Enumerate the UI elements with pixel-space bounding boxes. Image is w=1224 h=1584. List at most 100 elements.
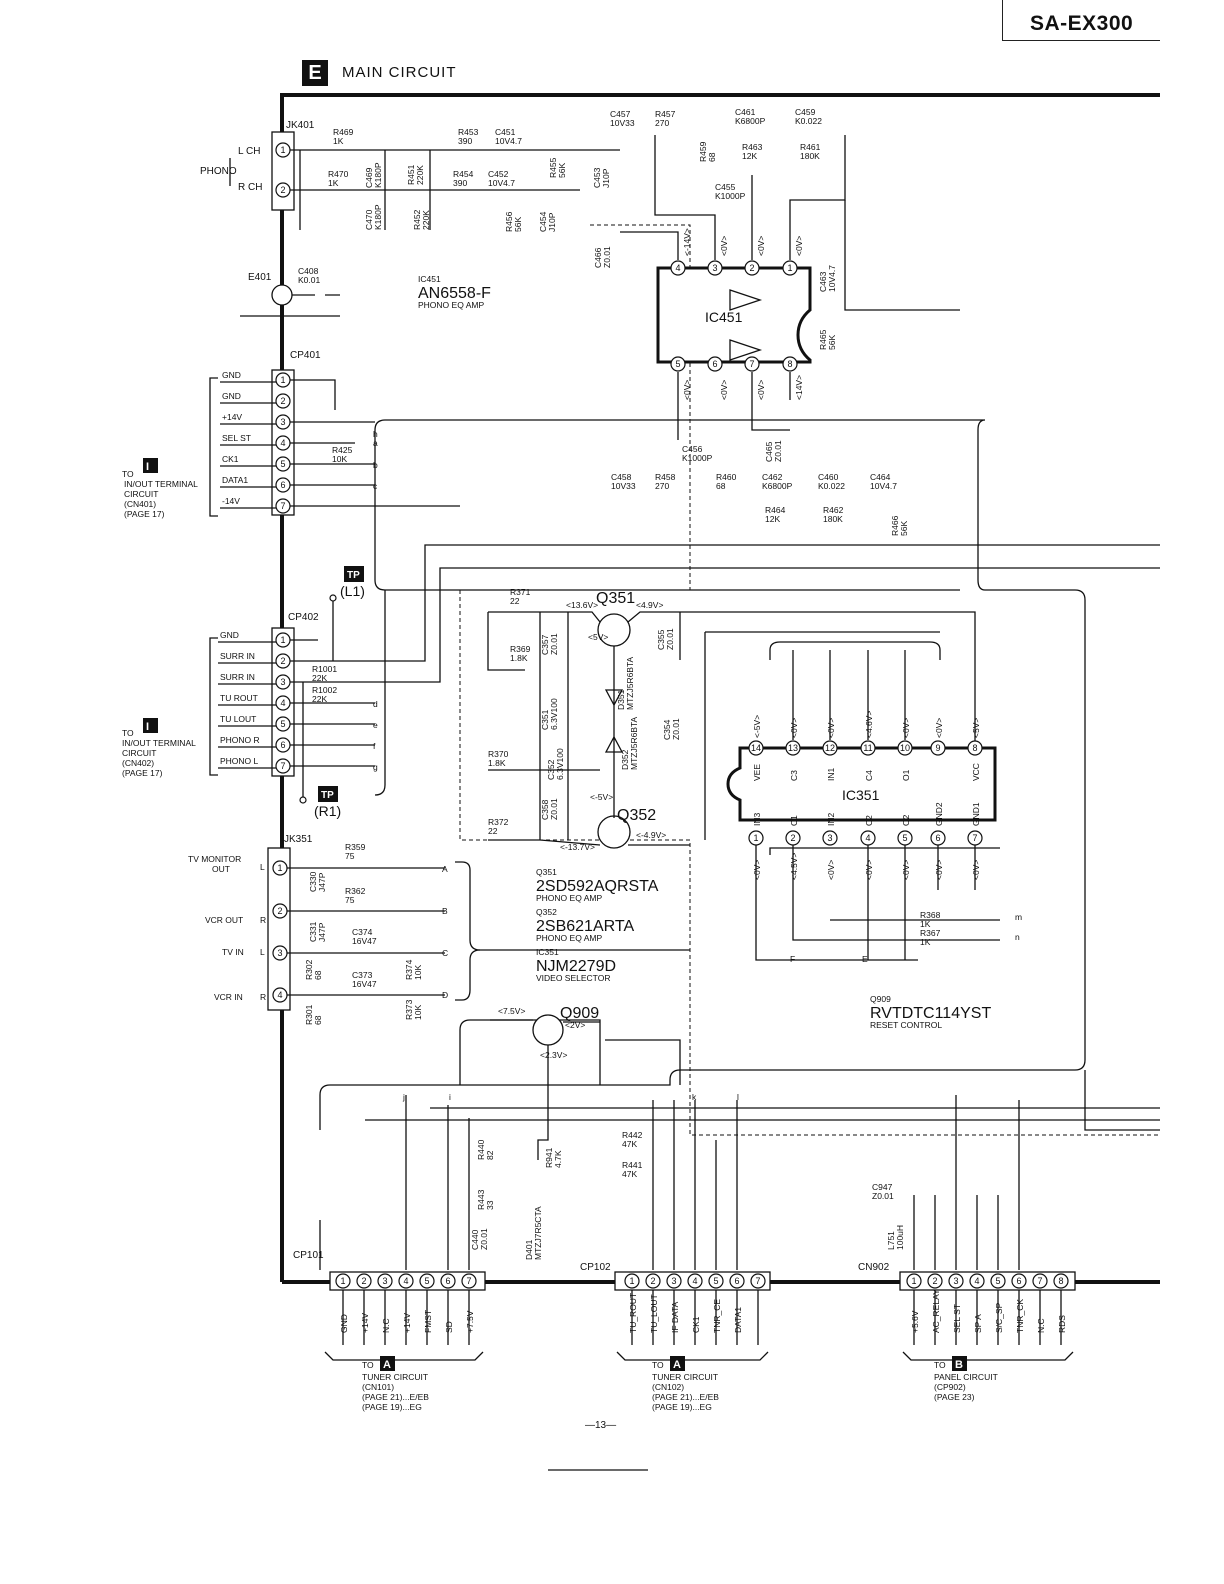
cp401-pin-label: GND [222, 391, 241, 401]
jk351-tv-monitor: TV MONITOR [188, 854, 241, 864]
jk351-tv-in: TV IN [222, 947, 244, 957]
cp102-pin-circle [729, 1273, 745, 1289]
component-value: K6800P [762, 481, 793, 491]
component-value: 56K [899, 521, 909, 536]
component-value: 68 [707, 152, 717, 162]
cp402-pin-circle [275, 758, 291, 774]
cp402-pin-label: TU ROUT [220, 693, 258, 703]
component-value: 68 [716, 481, 726, 491]
cp101-pin-number: 3 [382, 1276, 387, 1286]
component-ref: C454 [538, 211, 548, 232]
component-ref: C459 [795, 107, 816, 117]
ic351-bottom-pin-volts: <4.5V> [789, 853, 799, 880]
component-ref: R440 [476, 1139, 486, 1160]
svg-text:(PAGE 21)...E/EB: (PAGE 21)...E/EB [362, 1392, 429, 1402]
ic451-note-ref: IC451 [418, 274, 441, 284]
component-value: 180K [800, 151, 820, 161]
component-value: 56K [827, 335, 837, 350]
component-value: MTZJ5R6BTA [629, 716, 639, 770]
net-letter: n [1015, 932, 1020, 942]
ic351-top-pin-volts: <-5V> [752, 715, 762, 738]
cp402-pin-circle [275, 653, 291, 669]
cp402-pin-number: 1 [280, 635, 285, 645]
cn902-pin-number: 6 [1016, 1276, 1021, 1286]
ic351-top-pin [967, 740, 983, 756]
net-letter: A [442, 864, 448, 874]
jk351-ref: JK351 [284, 834, 313, 845]
component-value: Z0.01 [872, 1191, 894, 1201]
ic351-top-pin-number: 11 [863, 743, 872, 753]
component-ref: R941 [544, 1147, 554, 1168]
svg-text:<0V>: <0V> [756, 236, 766, 256]
cp401-pin-circle [275, 372, 291, 388]
svg-text:(CN402): (CN402) [122, 758, 154, 768]
component-value: 180K [823, 514, 843, 524]
component-value: 270 [655, 118, 669, 128]
cp402-pin-number: 7 [280, 761, 285, 771]
svg-text:(PAGE 19)...EG: (PAGE 19)...EG [652, 1402, 712, 1412]
cn902-pin-label: S/C_SP [994, 1302, 1004, 1333]
component-ref: D401 [524, 1239, 534, 1260]
component-value: 6.3V100 [549, 698, 559, 730]
cp401-pin-number: 2 [280, 396, 285, 406]
component-ref: R451 [406, 164, 416, 185]
cn902-pin-circle [1053, 1273, 1069, 1289]
ic351-top-pin-number: 14 [751, 743, 761, 753]
svg-text:<13.6V>: <13.6V> [566, 600, 598, 610]
component-ref: R371 [510, 587, 531, 597]
component-ref: R1001 [312, 664, 337, 674]
ic351-bottom-pin [860, 830, 876, 846]
component-value: 6.3V100 [555, 748, 565, 780]
ic351-bottom-pin-name: C1 [789, 815, 799, 826]
cp101-pin-circle [356, 1273, 372, 1289]
component-ref: R443 [476, 1189, 486, 1210]
cp401-pin-number: 5 [280, 459, 285, 469]
svg-text:<0V>: <0V> [794, 236, 804, 256]
net-letter: i [449, 1092, 451, 1102]
component-ref: R459 [698, 141, 708, 162]
net-letter: l [737, 1092, 739, 1102]
svg-text:A: A [673, 1359, 681, 1371]
cp101-pin-label: SD [444, 1321, 454, 1333]
ic351-top-pin [897, 740, 913, 756]
net-letter: e [373, 720, 378, 730]
cp401-pin-number: 4 [280, 438, 285, 448]
jk351-pin-number: 1 [277, 863, 282, 873]
q351-part: 2SD592AQRSTA [536, 878, 659, 895]
cp401-pin-label: CK1 [222, 454, 239, 464]
svg-text:4: 4 [675, 263, 680, 273]
component-value: K0.01 [298, 275, 320, 285]
cp101-pin-circle [419, 1273, 435, 1289]
cp102-ref: CP102 [580, 1262, 611, 1273]
ic351-top-pin-volts: <0V> [789, 718, 799, 738]
q909-stage: Q909 <7.5V> <2V> <2.3V> Q909 RVTDTC114YS… [490, 994, 991, 1160]
component-ref: C463 [818, 271, 828, 292]
svg-text:TO: TO [362, 1360, 374, 1370]
cn902-pin-label: SEL ST [952, 1304, 962, 1333]
cp401-pin-label: SEL ST [222, 433, 251, 443]
component-value: 12K [742, 151, 757, 161]
component-value: 10V33 [611, 481, 636, 491]
component-ref: R452 [412, 209, 422, 230]
component-value: 1K [333, 136, 344, 146]
cp402-pin-circle [275, 737, 291, 753]
net-letter: D [442, 990, 448, 1000]
svg-text:PHONO EQ AMP: PHONO EQ AMP [536, 933, 602, 943]
cp101-pin-number: 4 [403, 1276, 408, 1286]
